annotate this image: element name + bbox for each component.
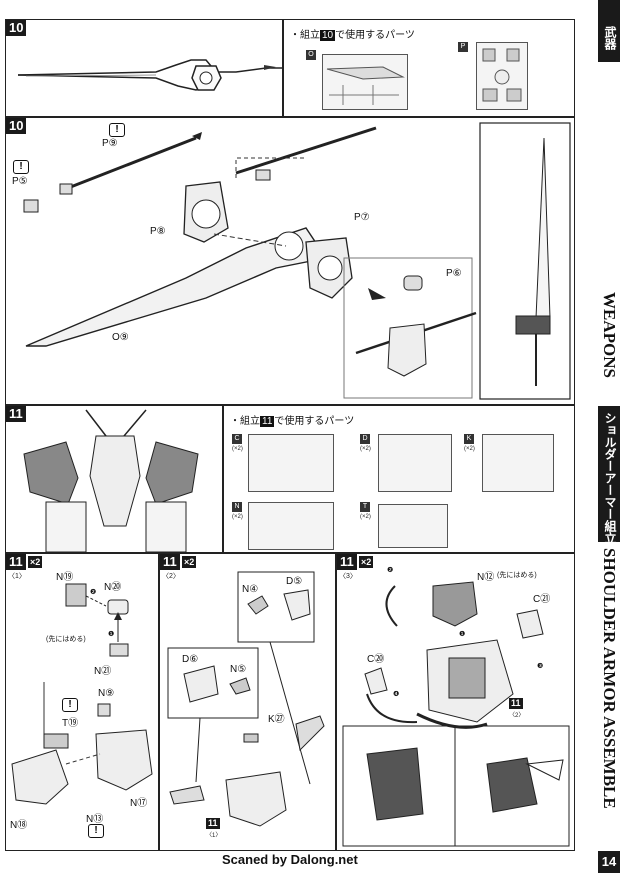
shoulder-jp-tab: ショルダーアーマー組立 bbox=[598, 406, 620, 544]
part-label-n4: N④ bbox=[242, 584, 259, 595]
ref-step: 11 bbox=[509, 698, 523, 709]
sidebar: 武器 WEAPONS ショルダーアーマー組立 SHOULDER ARMOR AS… bbox=[598, 0, 620, 873]
arrow-step-2: ❷ bbox=[90, 589, 97, 596]
runner-d-qty: (×2) bbox=[360, 446, 371, 452]
ref-step: 11 bbox=[206, 818, 220, 829]
arrow-step-1: ❶ bbox=[108, 631, 115, 638]
runner-t-sprue bbox=[378, 504, 448, 548]
shoulder-en-label: SHOULDER ARMOR ASSEMBLE bbox=[600, 548, 619, 809]
rotation-step-3: ❸ bbox=[537, 663, 544, 670]
weapons-jp-tab: 武器 bbox=[598, 22, 620, 62]
step-number: 11 bbox=[6, 554, 26, 570]
warning-icon: ! bbox=[62, 698, 78, 712]
step11-3-panel: 11 ×2 〈3〉 N⑫ (先にはめる) C㉑ C⑳ ❷ ❶ ❸ ❹ 11 〈2… bbox=[336, 553, 575, 851]
part-label-n5: N⑤ bbox=[230, 664, 247, 675]
runner-c-sprue bbox=[248, 434, 334, 492]
runner-c-qty: (×2) bbox=[232, 446, 243, 452]
runner-o-sprue bbox=[322, 54, 408, 110]
multiplier-badge: ×2 bbox=[359, 556, 374, 568]
runner-k-qty: (×2) bbox=[464, 446, 475, 452]
step10-overview-panel: 10 bbox=[5, 19, 284, 117]
runner-p-badge: P bbox=[458, 42, 468, 52]
part-label-n13: N⑬ bbox=[86, 814, 104, 825]
runner-t-qty: (×2) bbox=[360, 514, 371, 520]
runner-k-sprue bbox=[482, 434, 554, 492]
multiplier-badge: ×2 bbox=[182, 556, 197, 568]
page-number: 14 bbox=[598, 851, 620, 873]
sword-assembly-illustration bbox=[23, 122, 571, 400]
ref-sub: 〈2〉 bbox=[509, 713, 525, 719]
step-number: 10 bbox=[6, 118, 27, 134]
weapons-en-label: WEAPONS bbox=[600, 292, 619, 378]
ref-sub: 〈1〉 bbox=[206, 833, 222, 839]
shoulder-overview-illustration bbox=[23, 409, 199, 553]
step-number: 10 bbox=[6, 20, 27, 36]
part-label-p9: P⑨ bbox=[102, 138, 118, 149]
runner-n-qty: (×2) bbox=[232, 514, 243, 520]
part-label-o9: O⑨ bbox=[112, 332, 129, 343]
sub-step: 〈2〉 bbox=[162, 573, 180, 580]
scan-credit: Scaned by Dalong.net bbox=[222, 852, 358, 867]
part-label-n12: N⑫ bbox=[477, 572, 495, 583]
step-number: 11 bbox=[160, 554, 180, 570]
runner-k-badge: K bbox=[464, 434, 474, 444]
part-label-p5: P⑤ bbox=[12, 176, 28, 187]
part-label-n21: N㉑ bbox=[94, 666, 112, 677]
shoulder-jp-label: ショルダーアーマー組立 bbox=[603, 412, 617, 544]
multiplier-badge: ×2 bbox=[28, 556, 43, 568]
rotation-step-2: ❷ bbox=[387, 567, 394, 574]
insert-first-note: (先にはめる) bbox=[46, 636, 86, 643]
step11-1-panel: 11 ×2 〈1〉 N⑲ N⑳ ❷ ❶ (先にはめる) N㉑ N⑨ ! T⑲ N… bbox=[5, 553, 159, 851]
rotation-step-1: ❶ bbox=[459, 631, 466, 638]
insert-first-note: (先にはめる) bbox=[497, 572, 537, 579]
sub-step: 〈1〉 bbox=[8, 573, 26, 580]
part-label-d5: D⑤ bbox=[286, 576, 303, 587]
step11-1-illustration bbox=[11, 583, 153, 805]
part-label-n17: N⑰ bbox=[130, 798, 148, 809]
runner-p-sprue bbox=[476, 42, 528, 110]
step-number: 11 bbox=[6, 406, 26, 422]
part-label-p6: P⑥ bbox=[446, 268, 462, 279]
warning-icon: ! bbox=[109, 123, 125, 137]
part-label-c21: C㉑ bbox=[533, 594, 551, 605]
step10-assembly-panel: 10 ! P⑨ ! P⑤ bbox=[5, 117, 575, 405]
part-label-p8: P⑧ bbox=[150, 226, 166, 237]
runner-d-badge: D bbox=[360, 434, 370, 444]
part-label-n20: N⑳ bbox=[104, 582, 122, 593]
weapons-jp-label: 武器 bbox=[603, 26, 617, 50]
runner-c-badge: C bbox=[232, 434, 242, 444]
part-label-p7: P⑦ bbox=[354, 212, 370, 223]
step11-2-illustration bbox=[167, 571, 325, 827]
part-label-n9: N⑨ bbox=[98, 688, 115, 699]
runner-o-badge: O bbox=[306, 50, 316, 60]
rotation-step-4: ❹ bbox=[393, 691, 400, 698]
part-label-n18: N⑱ bbox=[10, 820, 28, 831]
step11-3-illustration bbox=[342, 581, 570, 847]
step-number: 11 bbox=[337, 554, 357, 570]
part-label-t19: T⑲ bbox=[62, 718, 79, 729]
part-label-d6: D⑥ bbox=[182, 654, 199, 665]
part-label-n19: N⑲ bbox=[56, 572, 74, 583]
step11-overview-panel: 11 bbox=[5, 405, 223, 553]
part-label-c20: C⑳ bbox=[367, 654, 385, 665]
runner-d-sprue bbox=[378, 434, 452, 492]
runner-n-badge: N bbox=[232, 502, 242, 512]
step11-2-panel: 11 ×2 〈2〉 N④ D⑤ D⑥ N⑤ K㉗ 11 〈1〉 bbox=[159, 553, 336, 851]
sword-overview-illustration bbox=[17, 59, 284, 91]
runner-n-sprue bbox=[248, 502, 334, 550]
warning-icon: ! bbox=[13, 160, 29, 174]
part-label-k27: K㉗ bbox=[268, 714, 285, 725]
runner-t-badge: T bbox=[360, 502, 370, 512]
sub-step: 〈3〉 bbox=[339, 573, 357, 580]
warning-icon: ! bbox=[88, 824, 104, 838]
